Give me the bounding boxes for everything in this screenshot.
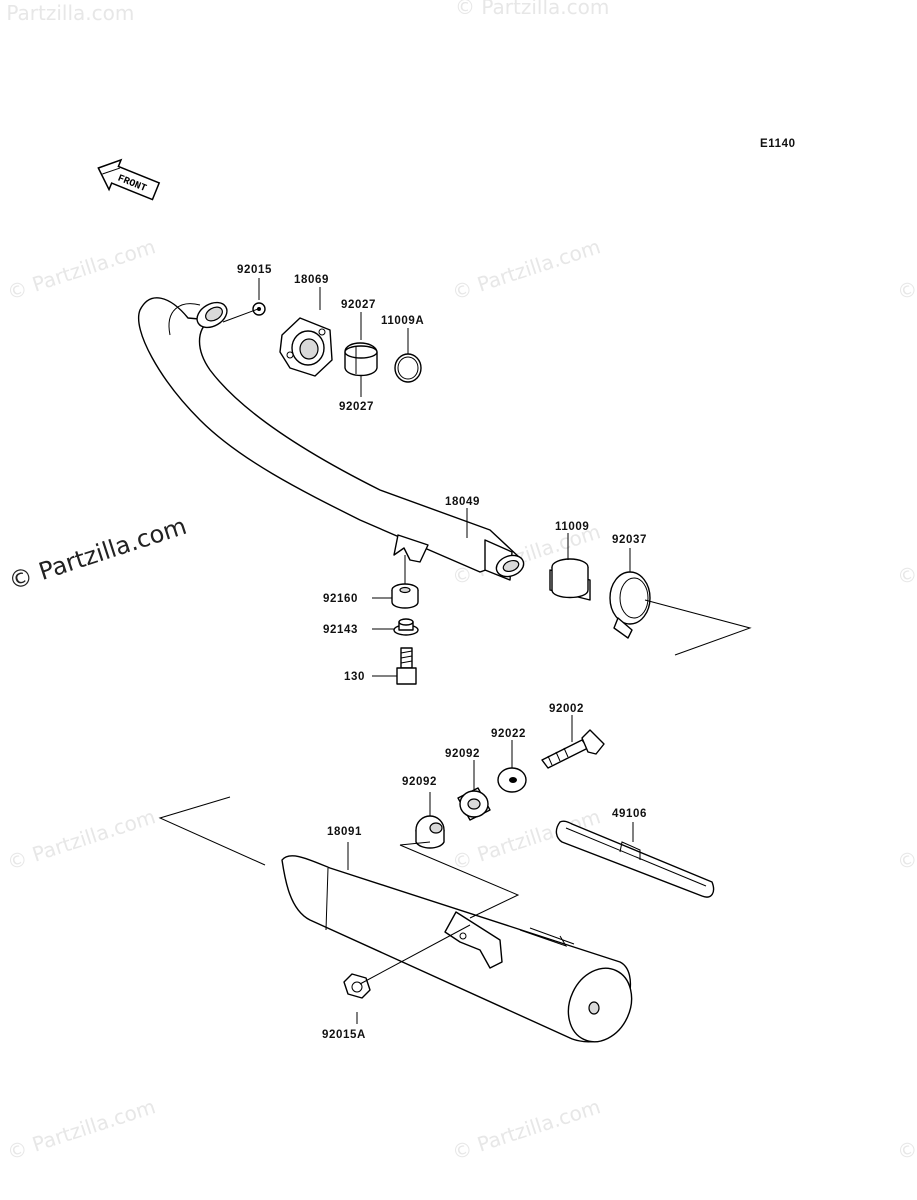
watermark: © Partzilla.com — [894, 234, 917, 305]
part-label: 92092 — [402, 776, 437, 788]
part-label: 11009A — [381, 315, 424, 327]
part-label: 18069 — [294, 274, 329, 286]
part-label: 92015A — [322, 1029, 366, 1041]
muffler — [281, 855, 633, 1043]
watermark: © Partzilla.com — [4, 234, 158, 305]
part-labels: 92015 18069 92027 11009A 92027 18049 110… — [237, 264, 647, 1041]
flat-washer — [497, 767, 527, 793]
watermark: © Partzilla.com — [0, 1, 134, 25]
watermark-main: © Partzilla.com — [5, 512, 190, 596]
split-collar — [344, 342, 378, 377]
rubber-damper — [457, 787, 491, 821]
leader-lines — [158, 278, 752, 1024]
watermark: © Partzilla.com — [4, 1094, 158, 1165]
part-label: 18091 — [327, 826, 362, 838]
watermark: © Partzilla.com — [4, 804, 158, 875]
exhaust-pipe — [138, 297, 525, 581]
part-label: 92022 — [491, 728, 526, 740]
flange-nut — [252, 302, 266, 316]
part-label: 92027 — [341, 299, 376, 311]
exhaust-gasket-inner — [397, 356, 419, 380]
pipe-clamp — [609, 571, 651, 639]
part-label: 11009 — [555, 521, 589, 533]
part-label: 49106 — [612, 808, 647, 820]
watermark: © Partzilla.com — [894, 1094, 917, 1165]
watermark: © Partzilla.com — [455, 0, 609, 19]
part-label: 92002 — [549, 703, 584, 715]
part-label: 92015 — [237, 264, 272, 276]
muffler-bolt — [541, 729, 605, 769]
front-arrow-icon: FRONT — [97, 158, 161, 201]
watermark: © Partzilla.com — [449, 234, 603, 305]
part-label: 92027 — [339, 401, 374, 413]
heat-guard-plate — [555, 820, 715, 898]
watermark: © Partzilla.com — [894, 519, 917, 590]
watermark: © Partzilla.com — [449, 1094, 603, 1165]
rubber-grommet — [391, 583, 419, 609]
part-label: 130 — [344, 671, 365, 683]
watermark: © Partzilla.com — [894, 804, 917, 875]
part-label: 92092 — [445, 748, 480, 760]
part-label: 92160 — [323, 593, 358, 605]
part-label: 18049 — [445, 496, 480, 508]
metal-collar — [393, 618, 419, 636]
part-label: 92037 — [612, 534, 647, 546]
mounting-bolt — [396, 647, 417, 685]
pipe-sleeve — [549, 558, 591, 601]
muffler-nut — [343, 973, 371, 999]
exhaust-flange — [279, 317, 333, 377]
exhaust-gasket — [394, 353, 422, 383]
part-label: 92143 — [323, 624, 358, 636]
rubber-damper — [415, 815, 445, 849]
diagram-code: E1140 — [760, 138, 796, 150]
